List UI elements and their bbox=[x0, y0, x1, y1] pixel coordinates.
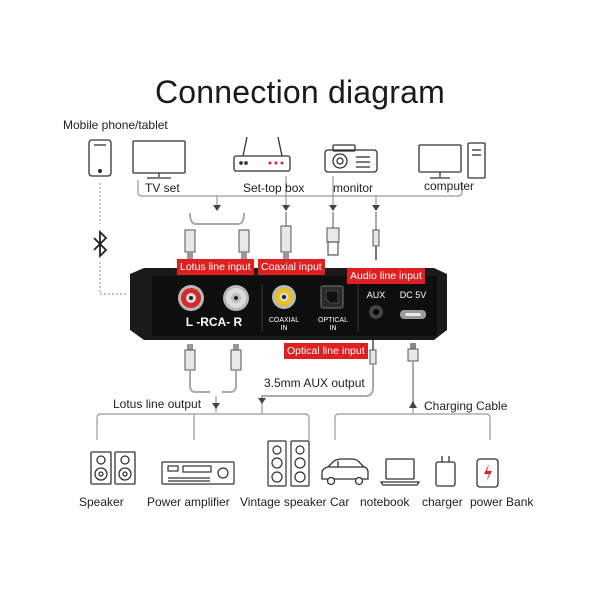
label-power-amplifier: Power amplifier bbox=[147, 495, 230, 509]
bluetooth-icon bbox=[93, 229, 108, 259]
rca-label: L -RCA- R bbox=[185, 315, 243, 329]
rca-input-plug-right bbox=[238, 229, 250, 260]
set-top-box-icon bbox=[233, 136, 291, 172]
optical-sub-label: IN bbox=[329, 325, 337, 332]
computer-icon bbox=[418, 142, 486, 179]
aux-label: AUX bbox=[366, 290, 386, 300]
car-icon bbox=[321, 458, 369, 486]
aux-jack bbox=[369, 305, 383, 319]
tag-audio-line-input: Audio line input bbox=[347, 268, 425, 284]
tag-lotus-line-input: Lotus line input bbox=[177, 259, 254, 275]
rca-input-plug-left bbox=[184, 229, 196, 260]
optical-jack bbox=[320, 285, 344, 309]
coaxial-sub-label: IN bbox=[280, 325, 288, 332]
rca-jack-right bbox=[223, 285, 249, 311]
charger-icon bbox=[435, 456, 456, 487]
dc-label: DC 5V bbox=[399, 290, 427, 300]
tv-icon bbox=[132, 140, 186, 179]
speaker-icon bbox=[90, 451, 136, 485]
aux-input-cable bbox=[372, 212, 380, 260]
projector-icon bbox=[324, 144, 378, 173]
label-lotus-line-output: Lotus line output bbox=[113, 397, 202, 411]
label-notebook: notebook bbox=[360, 495, 410, 509]
label-speaker: Speaker bbox=[79, 495, 124, 509]
optical-input-cable bbox=[326, 212, 340, 256]
phone-icon bbox=[88, 139, 112, 177]
aux-output-cable bbox=[261, 340, 377, 402]
rca-output-cable bbox=[184, 344, 242, 393]
label-monitor: monitor bbox=[333, 181, 374, 195]
amplifier-icon bbox=[161, 461, 235, 485]
label-tv-set: TV set bbox=[145, 181, 180, 195]
tag-coaxial-input: Coaxial input bbox=[258, 259, 325, 275]
tag-optical-line-input: Optical line input bbox=[284, 343, 368, 359]
label-aux-output: 3.5mm AUX output bbox=[264, 376, 365, 390]
label-car: Car bbox=[330, 495, 350, 509]
label-charging-cable: Charging Cable bbox=[424, 399, 508, 413]
label-mobile-phone: Mobile phone/tablet bbox=[63, 118, 168, 132]
charging-cable bbox=[407, 343, 419, 408]
label-set-top-box: Set-top box bbox=[243, 181, 305, 195]
coaxial-label: COAXIAL bbox=[268, 317, 300, 324]
output-arrows bbox=[212, 398, 417, 409]
notebook-icon bbox=[379, 458, 421, 486]
page-title: Connection diagram bbox=[155, 74, 445, 110]
coaxial-jack bbox=[272, 285, 296, 309]
power-bank-icon bbox=[476, 458, 499, 488]
label-vintage-speaker: Vintage speaker bbox=[240, 495, 327, 509]
coaxial-input-cable bbox=[280, 212, 292, 260]
bluetooth-link-line bbox=[99, 183, 128, 295]
vintage-speaker-icon bbox=[267, 440, 310, 487]
optical-label: OPTICAL bbox=[318, 317, 348, 324]
rca-input-cable bbox=[189, 212, 245, 236]
label-computer: computer bbox=[424, 179, 475, 193]
label-charger: charger bbox=[422, 495, 463, 509]
input-arrows bbox=[213, 205, 380, 211]
label-power-bank: power Bank bbox=[470, 495, 534, 509]
rca-jack-left bbox=[178, 285, 204, 311]
dc-jack bbox=[400, 310, 426, 319]
